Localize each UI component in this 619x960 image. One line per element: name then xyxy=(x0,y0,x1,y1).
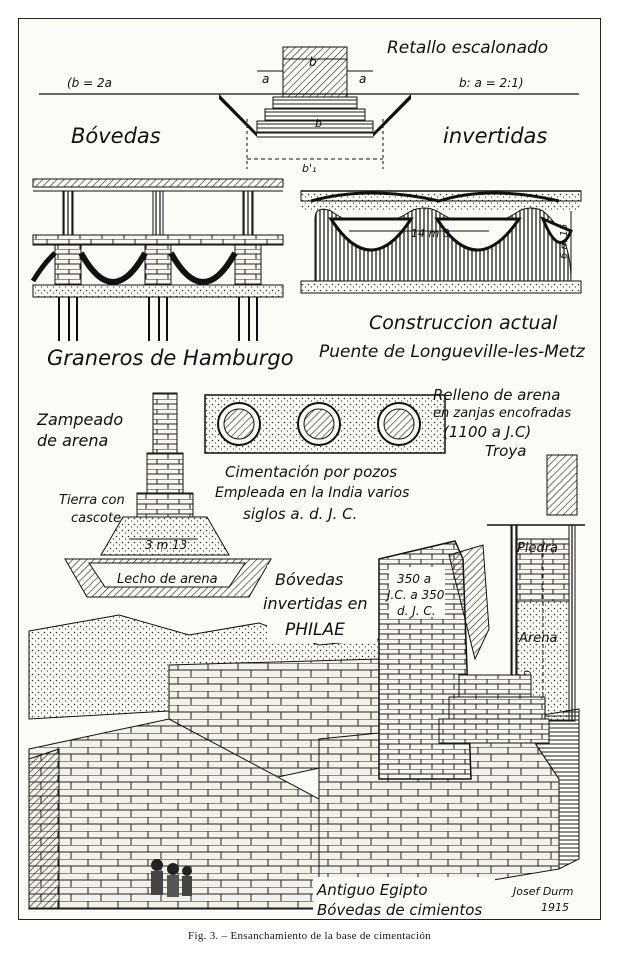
hamburg-title: Graneros de Hamburgo xyxy=(47,346,294,370)
stepped-eq-left: (b = 2a xyxy=(67,76,112,90)
troya-line-2: en zanjas encofradas xyxy=(433,406,571,421)
pillar-line-1: 350 a xyxy=(397,572,431,586)
bridge-span-dim: 14 m 0 xyxy=(411,227,450,240)
egypt-line-1: Antiguo Egipto xyxy=(316,881,428,899)
inverted-left-label: Bóvedas xyxy=(71,124,161,148)
inverted-right-label: invertidas xyxy=(443,124,547,148)
dim-a-left-label: a xyxy=(262,72,269,86)
stepped-eq-right: b: a = 2:1) xyxy=(459,76,524,90)
zampeado-line-2: de arena xyxy=(37,431,108,450)
signature-year: 1915 xyxy=(541,901,569,914)
egypt-line-2: Bóvedas de cimientos xyxy=(317,901,482,919)
zampeado-section: 3 m 13 Zampeado de arena Tierra con casc… xyxy=(36,392,272,598)
philae-line-3: PHILAE xyxy=(285,620,345,640)
zampeado-dim: 3 m 13 xyxy=(145,538,187,552)
stepped-title: Retallo escalonado xyxy=(387,38,548,58)
philae-perspective-drawing: 350 a J.C. a 350 d. J. C. Bóvedas invert… xyxy=(28,540,580,919)
bridge-height-dim: 6 m 15 xyxy=(559,224,570,259)
piedra-label: Piedra xyxy=(517,541,558,556)
figures-group xyxy=(151,859,192,897)
troya-line-1: Relleno de arena xyxy=(433,386,560,404)
signature-name: Josef Durm xyxy=(511,885,574,898)
troya-line-4: Troya xyxy=(485,442,526,460)
india-line-1: Cimentación por pozos xyxy=(225,463,397,481)
zampeado-line-1: Zampeado xyxy=(36,410,123,429)
tierra-line-1: Tierra con xyxy=(59,493,125,508)
dim-b-inner-label: b xyxy=(315,117,322,130)
pillar-line-2: J.C. a 350 xyxy=(385,588,445,602)
longueville-bridge-drawing: 14 m 0 6 m 15 Construccion actual Puente… xyxy=(300,190,586,362)
dim-b-label: b xyxy=(309,55,317,69)
illustration-plate: b a a b b'₁ Retallo escalonado (b = 2a b… xyxy=(18,18,601,920)
longueville-title-1: Construccion actual xyxy=(369,312,558,334)
troya-line-3: (1100 a J.C) xyxy=(443,423,531,441)
caption-text: – Ensanchamiento de la base de cimentaci… xyxy=(221,930,431,942)
philae-line-1: Bóvedas xyxy=(275,570,343,589)
engraving-drawing: b a a b b'₁ Retallo escalonado (b = 2a b… xyxy=(28,38,586,919)
pillar-line-3: d. J. C. xyxy=(397,604,436,618)
india-line-2: Empleada en la India varios xyxy=(215,485,409,501)
dim-b1-label: b'₁ xyxy=(302,162,316,175)
longueville-title-2: Puente de Longueville-les-Metz xyxy=(319,342,586,362)
tierra-line-2: cascote xyxy=(71,511,121,526)
arena-label: Arena xyxy=(518,631,557,646)
philae-line-2: invertidas en xyxy=(263,594,368,613)
stepped-footing-section: b a a b b'₁ Retallo escalonado (b = 2a b… xyxy=(39,38,579,175)
figure-caption: Fig. 3. – Ensanchamiento de la base de c… xyxy=(0,930,619,942)
caption-label: Fig. 3. xyxy=(188,930,219,942)
hamburg-granary-drawing: Graneros de Hamburgo xyxy=(30,178,294,370)
lecho-label: Lecho de arena xyxy=(117,572,218,587)
troya-wells-drawing: Relleno de arena en zanjas encofradas (1… xyxy=(204,386,571,523)
india-line-3: siglos a. d. J. C. xyxy=(243,505,357,523)
dim-a-right-label: a xyxy=(359,72,366,86)
